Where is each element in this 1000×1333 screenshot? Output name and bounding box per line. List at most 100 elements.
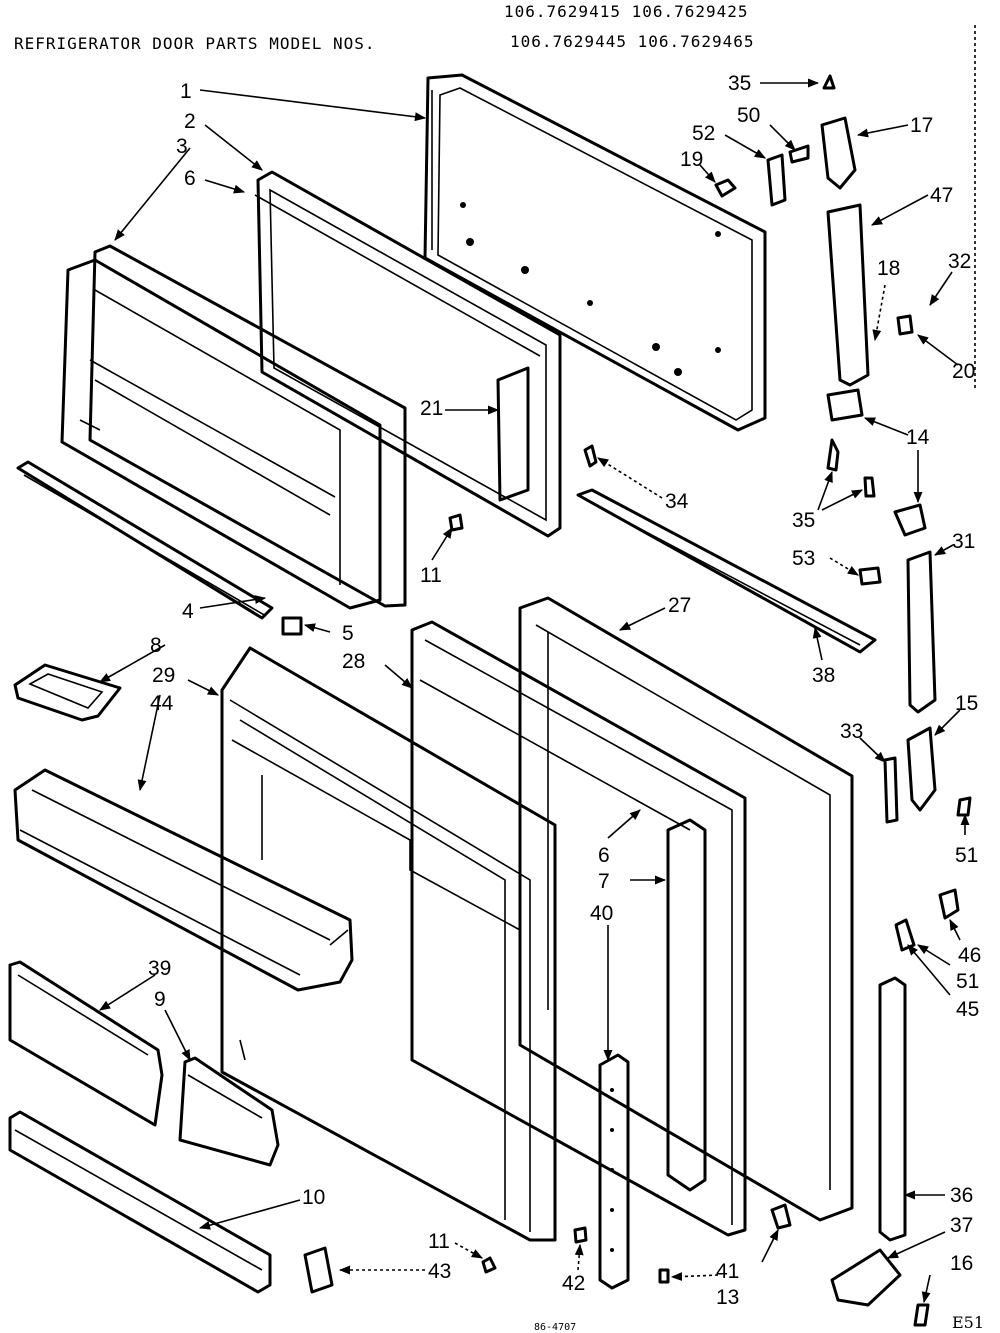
callout-10: 10 <box>302 1186 325 1209</box>
callout-44: 44 <box>150 692 174 715</box>
callout-6-lower: 6 <box>598 844 610 867</box>
part-36-handle-vertical <box>878 976 907 1242</box>
part-9-small-bin <box>178 1056 280 1167</box>
callout-35-top: 35 <box>728 72 751 95</box>
callout-17: 17 <box>910 114 933 137</box>
callout-51-upper: 51 <box>955 844 978 867</box>
callout-42: 42 <box>562 1272 585 1295</box>
part-42-screw <box>573 1226 588 1244</box>
callout-35-mid: 35 <box>792 509 815 532</box>
callout-14: 14 <box>906 426 930 449</box>
part-31-handle-lower <box>906 550 937 714</box>
callout-15: 15 <box>955 692 978 715</box>
part-16-screw <box>913 1303 930 1327</box>
callout-3: 3 <box>176 135 188 158</box>
part-40-hinge-strip <box>598 1053 630 1290</box>
callout-21: 21 <box>420 397 443 420</box>
part-2-freezer-door-frame <box>254 170 562 538</box>
part-19-plug <box>714 178 737 198</box>
callout-18: 18 <box>877 257 900 280</box>
callout-19: 19 <box>680 148 703 171</box>
footer-small-code: 86-4707 <box>534 1322 576 1333</box>
callout-53: 53 <box>792 547 815 570</box>
part-35-screw-top <box>822 74 836 90</box>
part-5-clip <box>281 616 303 636</box>
part-43-cap <box>303 1246 334 1294</box>
part-47-handle <box>826 203 870 387</box>
callout-7: 7 <box>598 870 610 893</box>
callout-4: 4 <box>182 600 194 623</box>
part-7-breaker-strip <box>666 818 707 1192</box>
callout-29: 29 <box>152 664 175 687</box>
callout-16: 16 <box>950 1252 973 1275</box>
callout-43: 43 <box>428 1260 451 1283</box>
part-29-fresh-food-door-liner <box>220 646 557 1242</box>
callout-45: 45 <box>956 998 979 1021</box>
leader-lines <box>99 78 970 1304</box>
part-20-bushing <box>896 314 914 336</box>
callout-27: 27 <box>668 594 691 617</box>
callout-2: 2 <box>184 110 196 133</box>
part-28-fresh-food-door-frame <box>410 620 747 1237</box>
callout-37: 37 <box>950 1214 973 1237</box>
upper-handle-assembly <box>303 74 972 1327</box>
part-14-hinge-lower <box>893 503 927 537</box>
part-10-door-rail <box>8 1110 272 1294</box>
model-numbers-row-2: 106.7629445 106.7629465 <box>510 32 755 51</box>
callout-labels: 1 2 3 6 4 8 29 44 39 9 10 11 43 5 28 21 … <box>148 72 981 1309</box>
callout-36: 36 <box>950 1184 973 1207</box>
callout-5: 5 <box>342 622 354 645</box>
callout-6-upper: 6 <box>184 167 196 190</box>
part-11-screw-lower <box>481 1256 497 1274</box>
part-17-handle-cap <box>820 116 857 190</box>
part-50-clip <box>788 144 810 164</box>
callout-38: 38 <box>812 664 835 687</box>
callout-20: 20 <box>952 360 975 383</box>
model-numbers-row-1: 106.7629415 106.7629425 <box>504 2 749 21</box>
callout-39: 39 <box>148 957 171 980</box>
part-14-hinge <box>826 388 864 422</box>
part-4-shelf-strip <box>16 460 274 620</box>
part-35-screw-mid <box>826 438 840 472</box>
callout-50: 50 <box>737 104 760 127</box>
part-15-cap <box>906 726 937 812</box>
part-38-top-rail <box>576 488 877 654</box>
callout-41: 41 <box>716 1260 739 1283</box>
callout-11-lower: 11 <box>428 1230 450 1253</box>
callout-34: 34 <box>665 490 689 513</box>
part-51-screw <box>956 796 972 817</box>
callout-40: 40 <box>590 902 613 925</box>
part-8-butter-tray <box>13 663 122 722</box>
callout-32: 32 <box>948 250 971 273</box>
callout-52: 52 <box>692 122 715 145</box>
callout-51-lower: 51 <box>956 970 979 993</box>
footer-drawing-code: E51 <box>952 1313 984 1332</box>
part-44-door-bin <box>13 768 354 992</box>
callout-8: 8 <box>150 634 162 657</box>
callout-28: 28 <box>342 650 365 673</box>
part-45-pin <box>894 918 916 952</box>
callout-47: 47 <box>930 184 953 207</box>
callout-46: 46 <box>958 944 981 967</box>
part-34-screw <box>583 444 598 468</box>
part-39-door-bin <box>8 960 164 1127</box>
callout-11-upper: 11 <box>420 564 442 587</box>
part-33-insert <box>883 756 899 824</box>
diagram-title: REFRIGERATOR DOOR PARTS MODEL NOS. <box>14 34 376 53</box>
part-37-end-cap <box>830 1248 902 1307</box>
part-46-clip <box>938 888 960 920</box>
part-41-plug <box>658 1268 670 1284</box>
part-27-fresh-food-door-outer <box>518 596 854 1222</box>
part-52-insert <box>766 153 787 207</box>
callout-9: 9 <box>154 988 166 1011</box>
callout-1: 1 <box>180 80 192 103</box>
part-3-freezer-door-liner <box>60 244 407 610</box>
part-53-spacer <box>858 566 882 586</box>
callout-13: 13 <box>716 1286 739 1309</box>
part-11-screw-upper <box>448 513 464 532</box>
part-13-foot <box>770 1203 792 1230</box>
callout-31: 31 <box>952 530 975 553</box>
part-35-screw-right <box>863 476 876 498</box>
